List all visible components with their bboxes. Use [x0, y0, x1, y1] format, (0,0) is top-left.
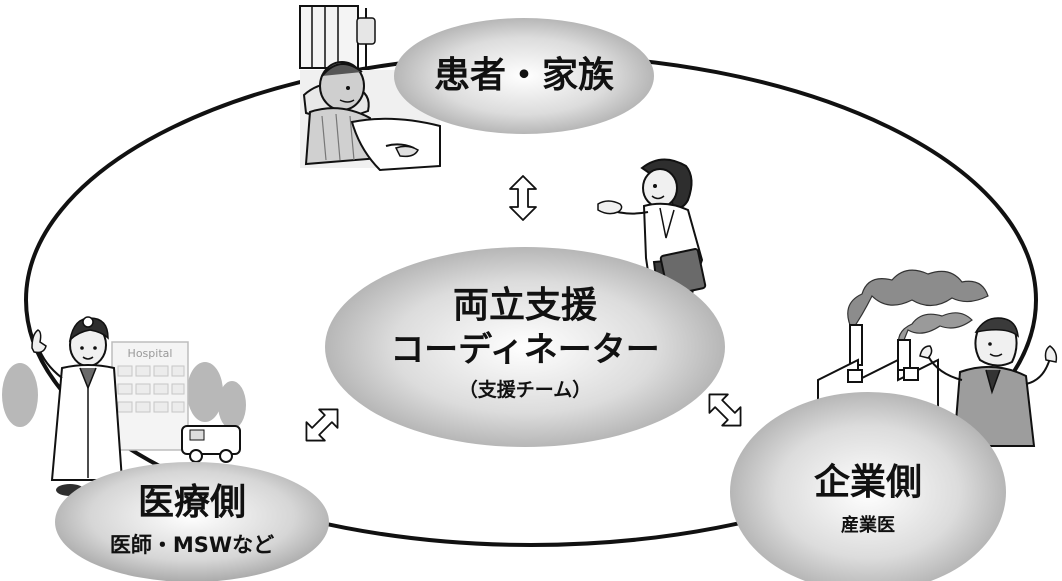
medical-side-label: 医療側 [137, 482, 246, 523]
medical-side-bubble [55, 462, 329, 581]
coordinator-title-line1: 両立支援 [452, 285, 597, 326]
coordinator-bubble [325, 247, 725, 447]
medical-coordinator-arrow [305, 408, 339, 442]
patient-family-bubble [394, 18, 654, 134]
coordinator-subtitle: （支援チーム） [458, 379, 592, 401]
hospital-sign: Hospital [128, 347, 173, 360]
company-coordinator-arrow [708, 393, 742, 427]
factory-and-worker-illustration [817, 269, 1058, 447]
company-side-label: 企業側 [813, 462, 922, 503]
doctor-and-hospital-illustration: Hospital [2, 316, 246, 496]
company-side-subtitle: 産業医 [841, 515, 895, 536]
patient-family-label: 患者・家族 [433, 55, 614, 96]
company-side-bubble [730, 392, 1006, 581]
patient-coordinator-arrow [509, 175, 537, 221]
medical-side-subtitle: 医師・MSWなど [109, 533, 275, 557]
coordinator-title-line2: コーディネーター [390, 330, 660, 370]
